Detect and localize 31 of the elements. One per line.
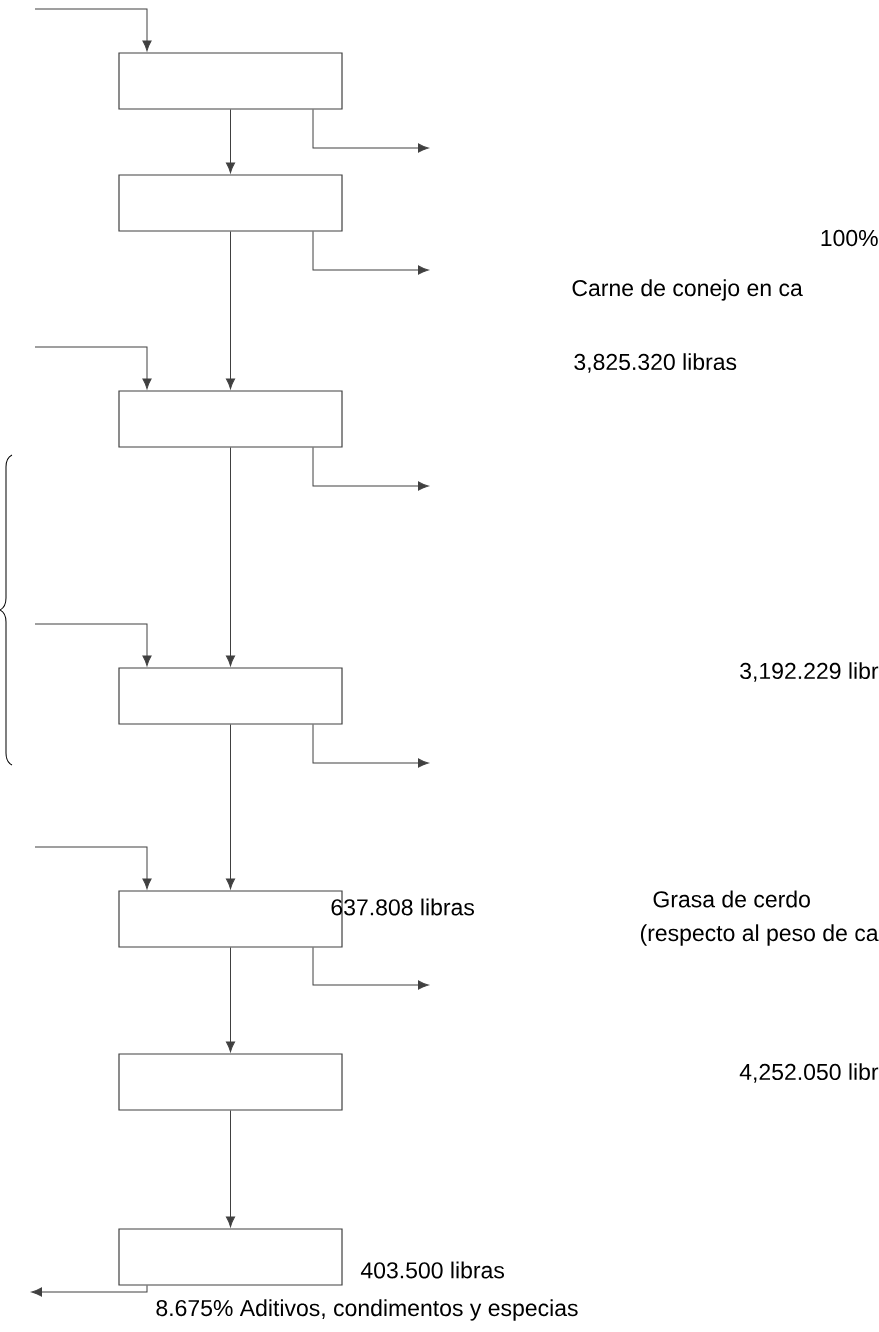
arrow — [312, 947, 429, 990]
arrow — [312, 109, 429, 153]
process-box — [118, 1053, 343, 1111]
process-box — [118, 667, 343, 725]
arrow — [34, 623, 152, 667]
process-box — [118, 390, 343, 448]
process-box — [118, 52, 343, 110]
arrow — [34, 846, 152, 890]
arrow — [225, 231, 236, 390]
flow-label: 637.808 libras — [331, 898, 474, 916]
arrow — [31, 1285, 148, 1297]
flow-label: 3,192.229 libr — [740, 662, 879, 682]
arrow — [225, 947, 236, 1053]
flow-label: Carne de conejo en ca — [572, 279, 803, 301]
process-box — [118, 174, 343, 232]
arrow — [225, 109, 236, 174]
flow-label: 8.675% Aditivos, condimentos y especias — [156, 1299, 578, 1321]
arrow — [34, 8, 152, 52]
arrow — [312, 447, 429, 491]
flow-label: 3,825.320 libras — [574, 353, 737, 373]
flow-label: (respecto al peso de ca — [640, 924, 879, 946]
arrow — [225, 447, 236, 667]
flow-label: Grasa de cerdo — [653, 890, 810, 908]
process-box — [118, 1228, 343, 1286]
arrow — [34, 346, 152, 390]
arrow — [225, 724, 236, 890]
flow-label: 100% — [821, 229, 878, 247]
arrow — [312, 231, 429, 275]
arrow — [312, 724, 429, 768]
arrow — [225, 1110, 236, 1228]
flow-label: 4,252.050 libr — [739, 1063, 879, 1083]
